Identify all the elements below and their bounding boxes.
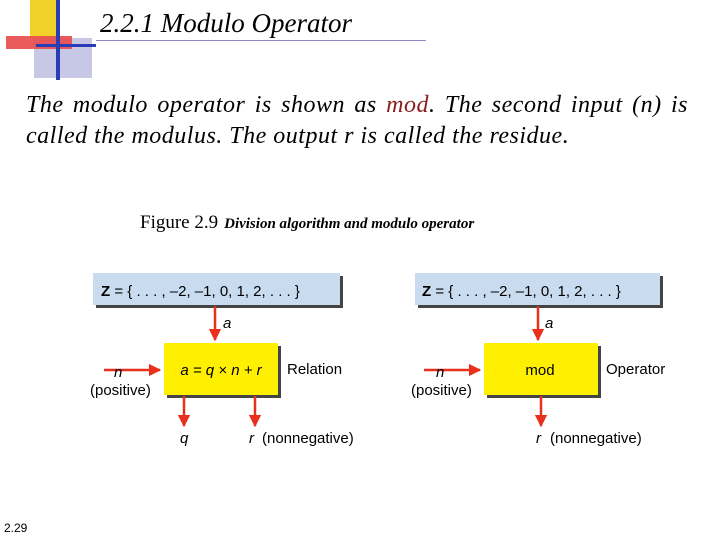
right-input-n-note: (positive) xyxy=(411,382,472,399)
division-algorithm-diagram: Z = { . . . , –2, –1, 0, 1, 2, . . . } a… xyxy=(90,273,354,447)
left-input-n-note: (positive) xyxy=(90,382,151,399)
left-set-text: Z = { . . . , –2, –1, 0, 1, 2, . . . } xyxy=(101,283,300,300)
slide-title: 2.2.1 Modulo Operator xyxy=(100,8,352,38)
left-op-box xyxy=(164,343,278,395)
right-set-symbol: Z xyxy=(422,283,431,300)
decor-yellow-square xyxy=(30,0,60,38)
right-mod-label: mod xyxy=(525,362,554,379)
right-output-r: r xyxy=(536,430,542,447)
decor-title-rule xyxy=(96,40,426,41)
right-operator-label: Operator xyxy=(606,361,665,378)
right-set-elements: = { . . . , –2, –1, 0, 1, 2, . . . } xyxy=(431,283,621,300)
left-output-r-note: (nonnegative) xyxy=(262,430,354,447)
figure-label: Figure 2.9 xyxy=(140,212,219,233)
body-text-part1: The modulo operator is shown as xyxy=(26,92,387,118)
slide-number: 2.29 xyxy=(4,521,28,535)
right-op-box xyxy=(484,343,598,395)
left-relation-label: Relation xyxy=(287,361,342,378)
right-input-a: a xyxy=(545,315,553,332)
left-input-n: n xyxy=(114,364,122,381)
left-set-symbol: Z xyxy=(101,283,110,300)
decor-blue-horizontal-line xyxy=(36,44,96,47)
left-output-r: r xyxy=(249,430,255,447)
left-set-elements: = { . . . , –2, –1, 0, 1, 2, . . . } xyxy=(110,283,300,300)
body-text-part2: . The second input (n) is called the mod… xyxy=(26,92,688,149)
decor-blue-vertical-line xyxy=(56,0,60,80)
left-output-q: q xyxy=(180,430,189,447)
modulo-operator-diagram: Z = { . . . , –2, –1, 0, 1, 2, . . . } a… xyxy=(411,273,665,447)
right-input-n: n xyxy=(436,364,444,381)
figure-title: Division algorithm and modulo operator xyxy=(224,216,475,232)
right-set-text: Z = { . . . , –2, –1, 0, 1, 2, . . . } xyxy=(422,283,621,300)
left-set-box xyxy=(93,273,340,305)
right-output-r-note: (nonnegative) xyxy=(550,430,642,447)
body-mod-highlight: mod xyxy=(386,92,429,118)
left-relation-formula: a = q × n + r xyxy=(180,362,262,379)
left-input-a: a xyxy=(223,315,231,332)
right-set-box xyxy=(415,273,660,305)
figure-caption: Figure 2.9 Division algorithm and modulo … xyxy=(140,212,474,234)
body-paragraph: The modulo operator is shown as mod. The… xyxy=(26,90,688,152)
